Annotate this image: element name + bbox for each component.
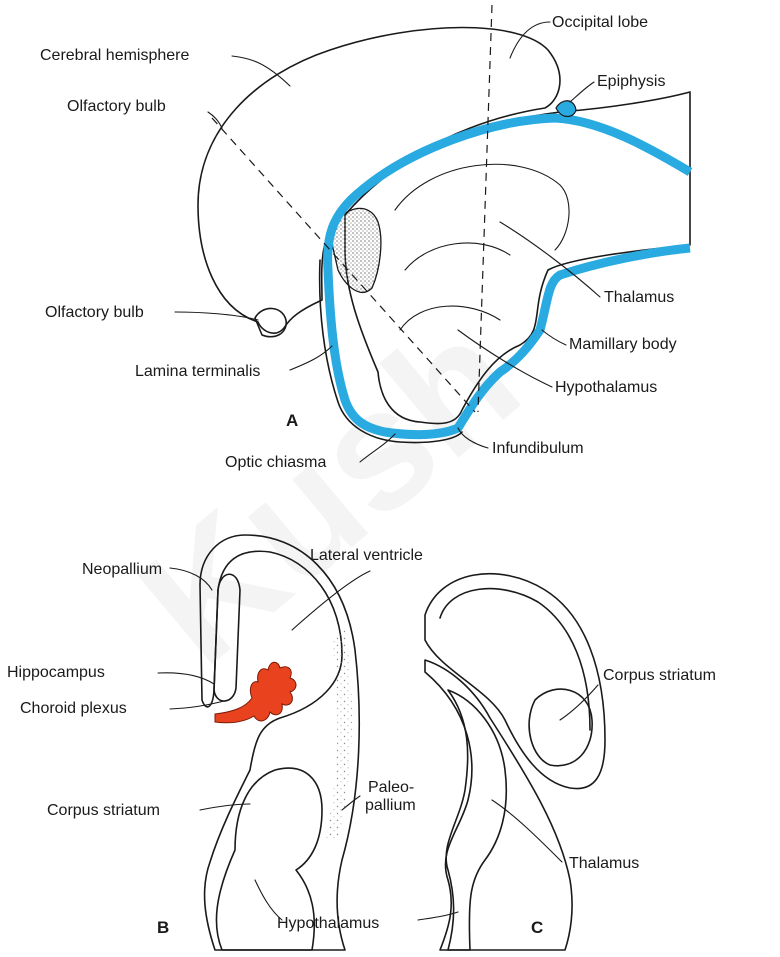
- label-thalamus-c: Thalamus: [569, 855, 639, 872]
- label-neopallium: Neopallium: [82, 561, 162, 578]
- label-corpus-striatum-b: Corpus striatum: [47, 802, 160, 819]
- label-mamillary-body: Mamillary body: [569, 336, 677, 353]
- label-thalamus-a: Thalamus: [604, 289, 674, 306]
- label-corpus-striatum-c: Corpus striatum: [603, 667, 716, 684]
- panel-letter-c: C: [531, 918, 543, 937]
- panel-c-drawing: [425, 574, 605, 950]
- label-optic-chiasma: Optic chiasma: [225, 454, 326, 471]
- label-paleopallium-line2: pallium: [365, 797, 416, 814]
- label-paleopallium-line1: Paleo-: [368, 779, 414, 796]
- label-hypothalamus-a: Hypothalamus: [555, 379, 657, 396]
- label-cerebral-hemisphere: Cerebral hemisphere: [40, 47, 190, 64]
- label-epiphysis: Epiphysis: [597, 73, 665, 90]
- panel-letter-a: A: [286, 411, 298, 430]
- thalamus-fold: [405, 243, 510, 270]
- label-hypothalamus-b: Hypothalamus: [277, 915, 379, 932]
- paleopallium-band: [326, 630, 352, 840]
- label-occipital-lobe: Occipital lobe: [552, 14, 648, 31]
- label-infundibulum: Infundibulum: [492, 440, 584, 457]
- watermark: Kush: [105, 281, 553, 700]
- thalamus-bulge: [395, 164, 569, 250]
- label-lamina-terminalis: Lamina terminalis: [135, 363, 260, 380]
- label-lateral-ventricle: Lateral ventricle: [310, 547, 423, 564]
- label-choroid-plexus: Choroid plexus: [20, 700, 127, 717]
- label-olfactory-bulb-lower: Olfactory bulb: [45, 304, 144, 321]
- label-olfactory-bulb-upper: Olfactory bulb: [67, 98, 166, 115]
- label-hippocampus: Hippocampus: [7, 664, 105, 681]
- panel-letter-b: B: [157, 918, 169, 937]
